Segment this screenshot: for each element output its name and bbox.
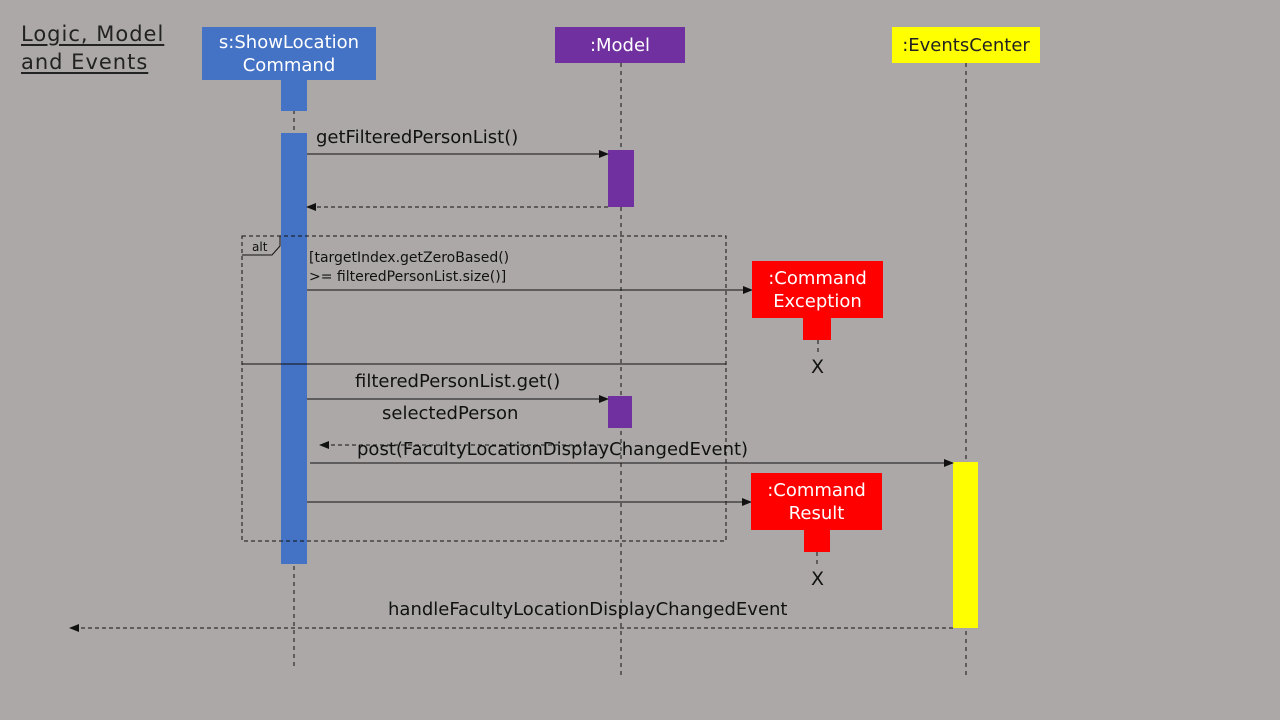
alt-operator-label: alt bbox=[252, 240, 268, 254]
lifeline-head-model: :Model bbox=[555, 27, 685, 63]
lifeline-head-events-center: :EventsCenter bbox=[892, 27, 1040, 63]
alt-guard-condition: [targetIndex.getZeroBased() >= filteredP… bbox=[309, 250, 510, 285]
activation-events-center bbox=[953, 462, 978, 628]
msg-list-get-label: filteredPersonList.get() bbox=[355, 371, 561, 392]
activation-command bbox=[281, 133, 307, 564]
activation-command-exception bbox=[803, 317, 831, 340]
lifeline-head-command: s:ShowLocation Command bbox=[202, 27, 376, 80]
destroy-mark-result: X bbox=[811, 568, 825, 590]
msg-handle-event-label: handleFacultyLocationDisplayChangedEvent bbox=[388, 599, 788, 620]
diagram-title: Logic, Model and Events bbox=[21, 22, 165, 74]
msg-get-filtered-list-label: getFilteredPersonList() bbox=[316, 127, 519, 148]
activation-model-1 bbox=[608, 150, 634, 207]
activation-command-result bbox=[804, 529, 830, 552]
activation-command-head bbox=[281, 80, 307, 111]
object-command-exception: :Command Exception bbox=[752, 261, 883, 318]
msg-post-event-label: post(FacultyLocationDisplayChangedEvent) bbox=[357, 439, 749, 460]
alt-fragment bbox=[241, 235, 727, 542]
object-command-result: :Command Result bbox=[751, 473, 882, 530]
destroy-mark-exception: X bbox=[811, 356, 825, 378]
alt-operator-tab bbox=[242, 236, 281, 256]
msg-selected-person-label: selectedPerson bbox=[382, 403, 519, 424]
activation-model-2 bbox=[608, 396, 632, 428]
